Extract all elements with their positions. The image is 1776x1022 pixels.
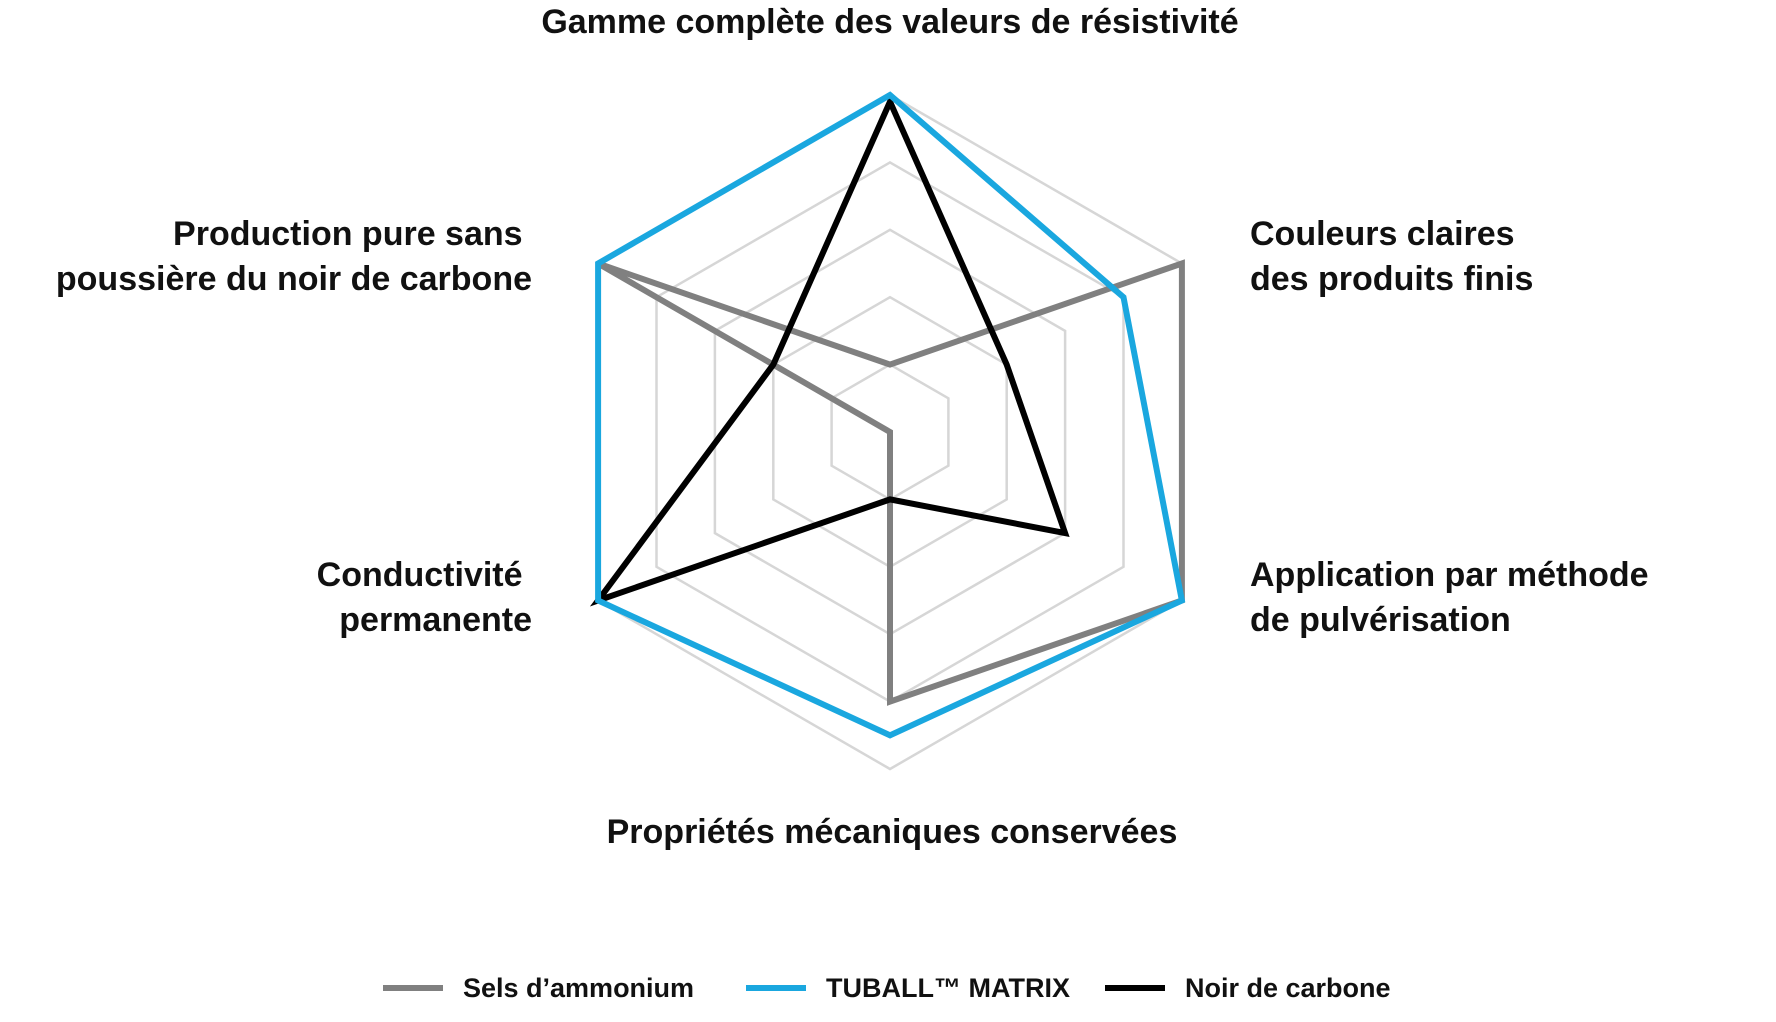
legend-label-ammonium-salts: Sels d’ammonium	[463, 973, 694, 1003]
axis-label-mechanical-properties: Propriétés mécaniques conservées	[607, 813, 1178, 851]
legend-label-tuball-matrix: TUBALL™ MATRIX	[826, 973, 1070, 1003]
axis-label-light-colors-line1: Couleurs claires	[1250, 215, 1515, 253]
axis-label-spray-application: Application par méthode de pulvérisation	[1250, 556, 1658, 639]
axis-label-light-colors: Couleurs claires des produits finis	[1250, 215, 1533, 298]
axis-label-dust-free-production-line2: poussière du noir de carbone	[56, 260, 532, 298]
axis-label-permanent-conductivity-line2: permanente	[339, 601, 532, 639]
legend: Sels d’ammonium TUBALL™ MATRIX Noir de c…	[383, 973, 1391, 1003]
axis-label-light-colors-line2: des produits finis	[1250, 260, 1533, 298]
legend-item-carbon-black: Noir de carbone	[1105, 973, 1391, 1003]
axis-label-permanent-conductivity: Conductivité permanente	[317, 556, 532, 639]
axis-label-permanent-conductivity-line1: Conductivité	[317, 556, 523, 594]
series-line-carbon-black	[589, 94, 1070, 607]
legend-label-carbon-black: Noir de carbone	[1185, 973, 1391, 1003]
legend-item-ammonium-salts: Sels d’ammonium	[383, 973, 694, 1003]
series-line-tuball-matrix	[595, 91, 1186, 739]
radar-series	[589, 91, 1186, 739]
axis-labels: Gamme complète des valeurs de résistivit…	[56, 3, 1658, 851]
axis-label-spray-application-line2: de pulvérisation	[1250, 601, 1511, 639]
axis-label-dust-free-production: Production pure sans poussière du noir d…	[56, 215, 532, 298]
axis-label-spray-application-line1: Application par méthode	[1250, 556, 1649, 594]
axis-label-resistivity: Gamme complète des valeurs de résistivit…	[541, 3, 1238, 41]
legend-item-tuball-matrix: TUBALL™ MATRIX	[746, 973, 1070, 1003]
axis-label-dust-free-production-line1: Production pure sans	[173, 215, 523, 253]
